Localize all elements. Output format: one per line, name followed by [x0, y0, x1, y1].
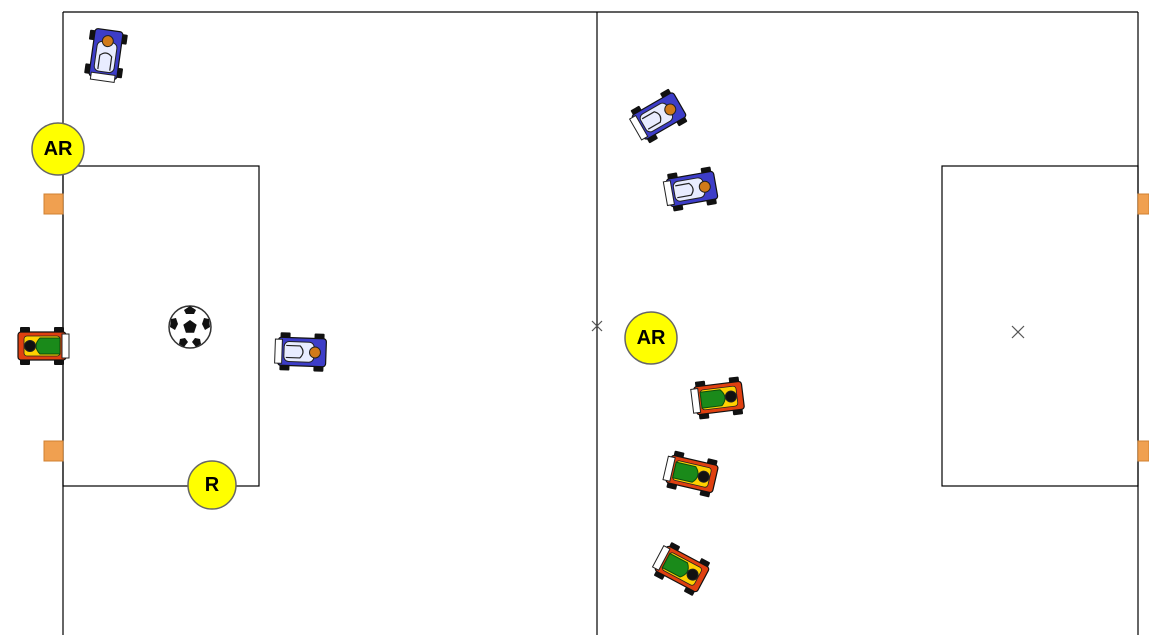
assistant-referee-top-label: AR [44, 138, 73, 160]
goal-post-left-top [43, 193, 64, 215]
referee-label: R [205, 474, 220, 496]
blue-kart-icon [273, 331, 328, 373]
red-kart-icon [17, 326, 70, 366]
goal-post-right-bottom [1137, 440, 1149, 462]
red-kart-icon [660, 448, 721, 499]
right-penalty-box [941, 165, 1139, 487]
referee-badge: R [187, 460, 237, 510]
soccer-ball-icon [168, 305, 212, 349]
pitch-lines [62, 11, 1139, 635]
blue-kart-icon [82, 26, 129, 84]
penalty-mark-icon [1011, 325, 1025, 339]
left-penalty-box [62, 165, 260, 487]
center-mark-icon [591, 320, 603, 332]
goal-post-right-top [1137, 193, 1149, 215]
blue-kart-icon [661, 165, 720, 213]
assistant-referee-top-badge: AR [31, 122, 85, 176]
goal-post-left-bottom [43, 440, 64, 462]
assistant-referee-center-label: AR [637, 327, 666, 349]
blue-kart-icon [625, 86, 690, 147]
red-kart-icon [689, 375, 746, 421]
assistant-referee-center-badge: AR [624, 311, 678, 365]
red-kart-icon [648, 538, 713, 598]
